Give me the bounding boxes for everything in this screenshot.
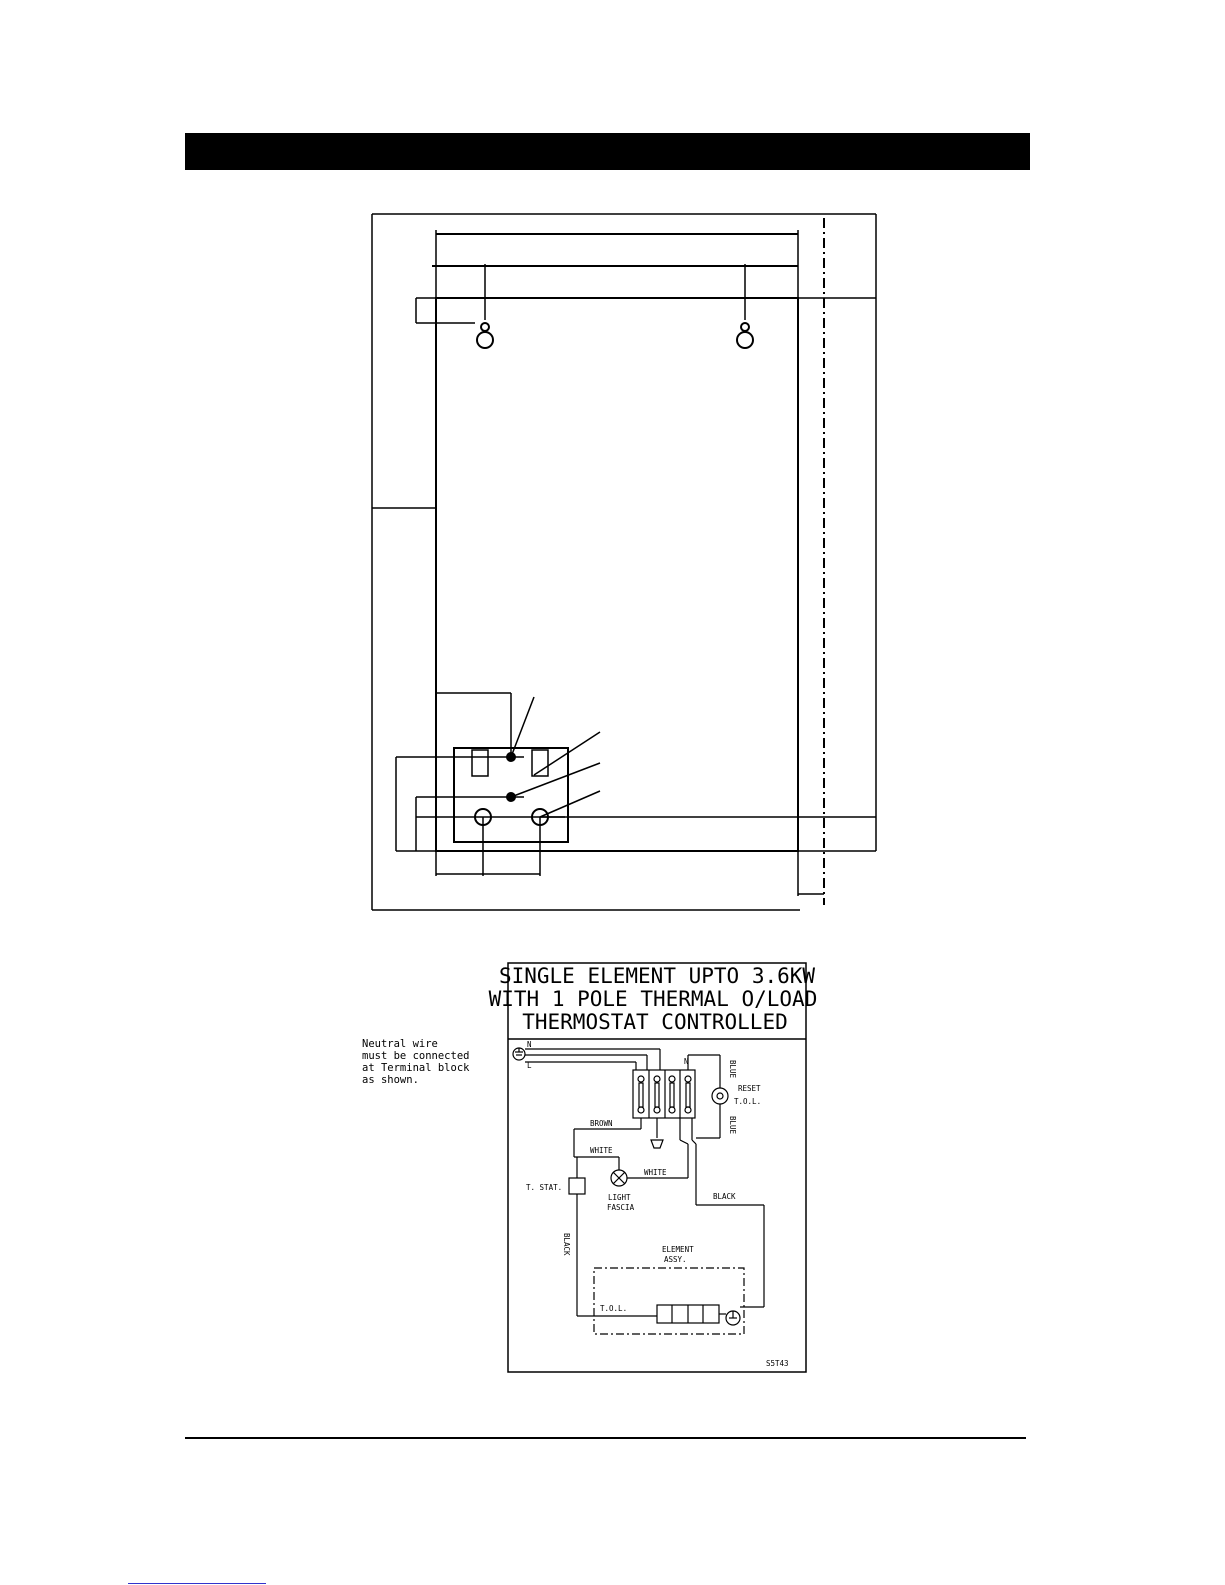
note-line: Neutral wire — [362, 1038, 469, 1050]
title-line-2: WITH 1 POLE THERMAL O/LOAD — [489, 987, 818, 1011]
title-line-3: THERMOSTAT CONTROLLED — [522, 1010, 788, 1034]
cabinet-drawing — [372, 214, 876, 910]
keyhole-right — [737, 332, 753, 348]
label-assy: ASSY. — [664, 1255, 687, 1264]
label-fascia: FASCIA — [607, 1203, 635, 1212]
note-line: must be connected — [362, 1050, 469, 1062]
plate-slot-right — [532, 750, 548, 776]
label-brown: BROWN — [590, 1119, 613, 1128]
footer-rule — [185, 1437, 1026, 1439]
label-n-block: N — [684, 1057, 689, 1066]
reset-tol-icon — [712, 1088, 728, 1104]
label-l-supply: L — [527, 1061, 532, 1070]
plate-slot-left — [472, 750, 488, 776]
label-tol-element: T.O.L. — [600, 1304, 627, 1313]
label-reset: RESET — [738, 1084, 761, 1093]
element-assembly — [594, 1268, 744, 1334]
label-drawing-code: S5T43 — [766, 1359, 789, 1368]
label-blue-top: BLUE — [728, 1060, 737, 1079]
label-light: LIGHT — [608, 1193, 631, 1202]
thermostat-icon — [569, 1178, 585, 1194]
wiring-title: SINGLE ELEMENT UPTO 3.6KW WITH 1 POLE TH… — [489, 964, 818, 1034]
label-white-top: WHITE — [590, 1146, 613, 1155]
label-blue-bottom: BLUE — [728, 1116, 737, 1135]
label-n-supply: N — [527, 1040, 532, 1049]
keyhole-left — [477, 332, 493, 348]
label-tstat: T. STAT. — [526, 1183, 562, 1192]
label-tol-reset: T.O.L. — [734, 1097, 761, 1106]
note-line: at Terminal block — [362, 1062, 469, 1074]
label-element: ELEMENT — [662, 1245, 694, 1254]
title-line-1: SINGLE ELEMENT UPTO 3.6KW — [499, 964, 815, 988]
cabinet-body — [436, 298, 798, 851]
note-line: as shown. — [362, 1074, 469, 1086]
label-white-right: WHITE — [644, 1168, 667, 1177]
keyhole-right-slot — [741, 323, 749, 331]
footer-link-underline[interactable] — [128, 1583, 266, 1584]
keyhole-left-slot — [481, 323, 489, 331]
label-black-left: BLACK — [562, 1233, 571, 1256]
earth-terminal-icon — [651, 1140, 663, 1148]
label-black-right: BLACK — [713, 1192, 736, 1201]
